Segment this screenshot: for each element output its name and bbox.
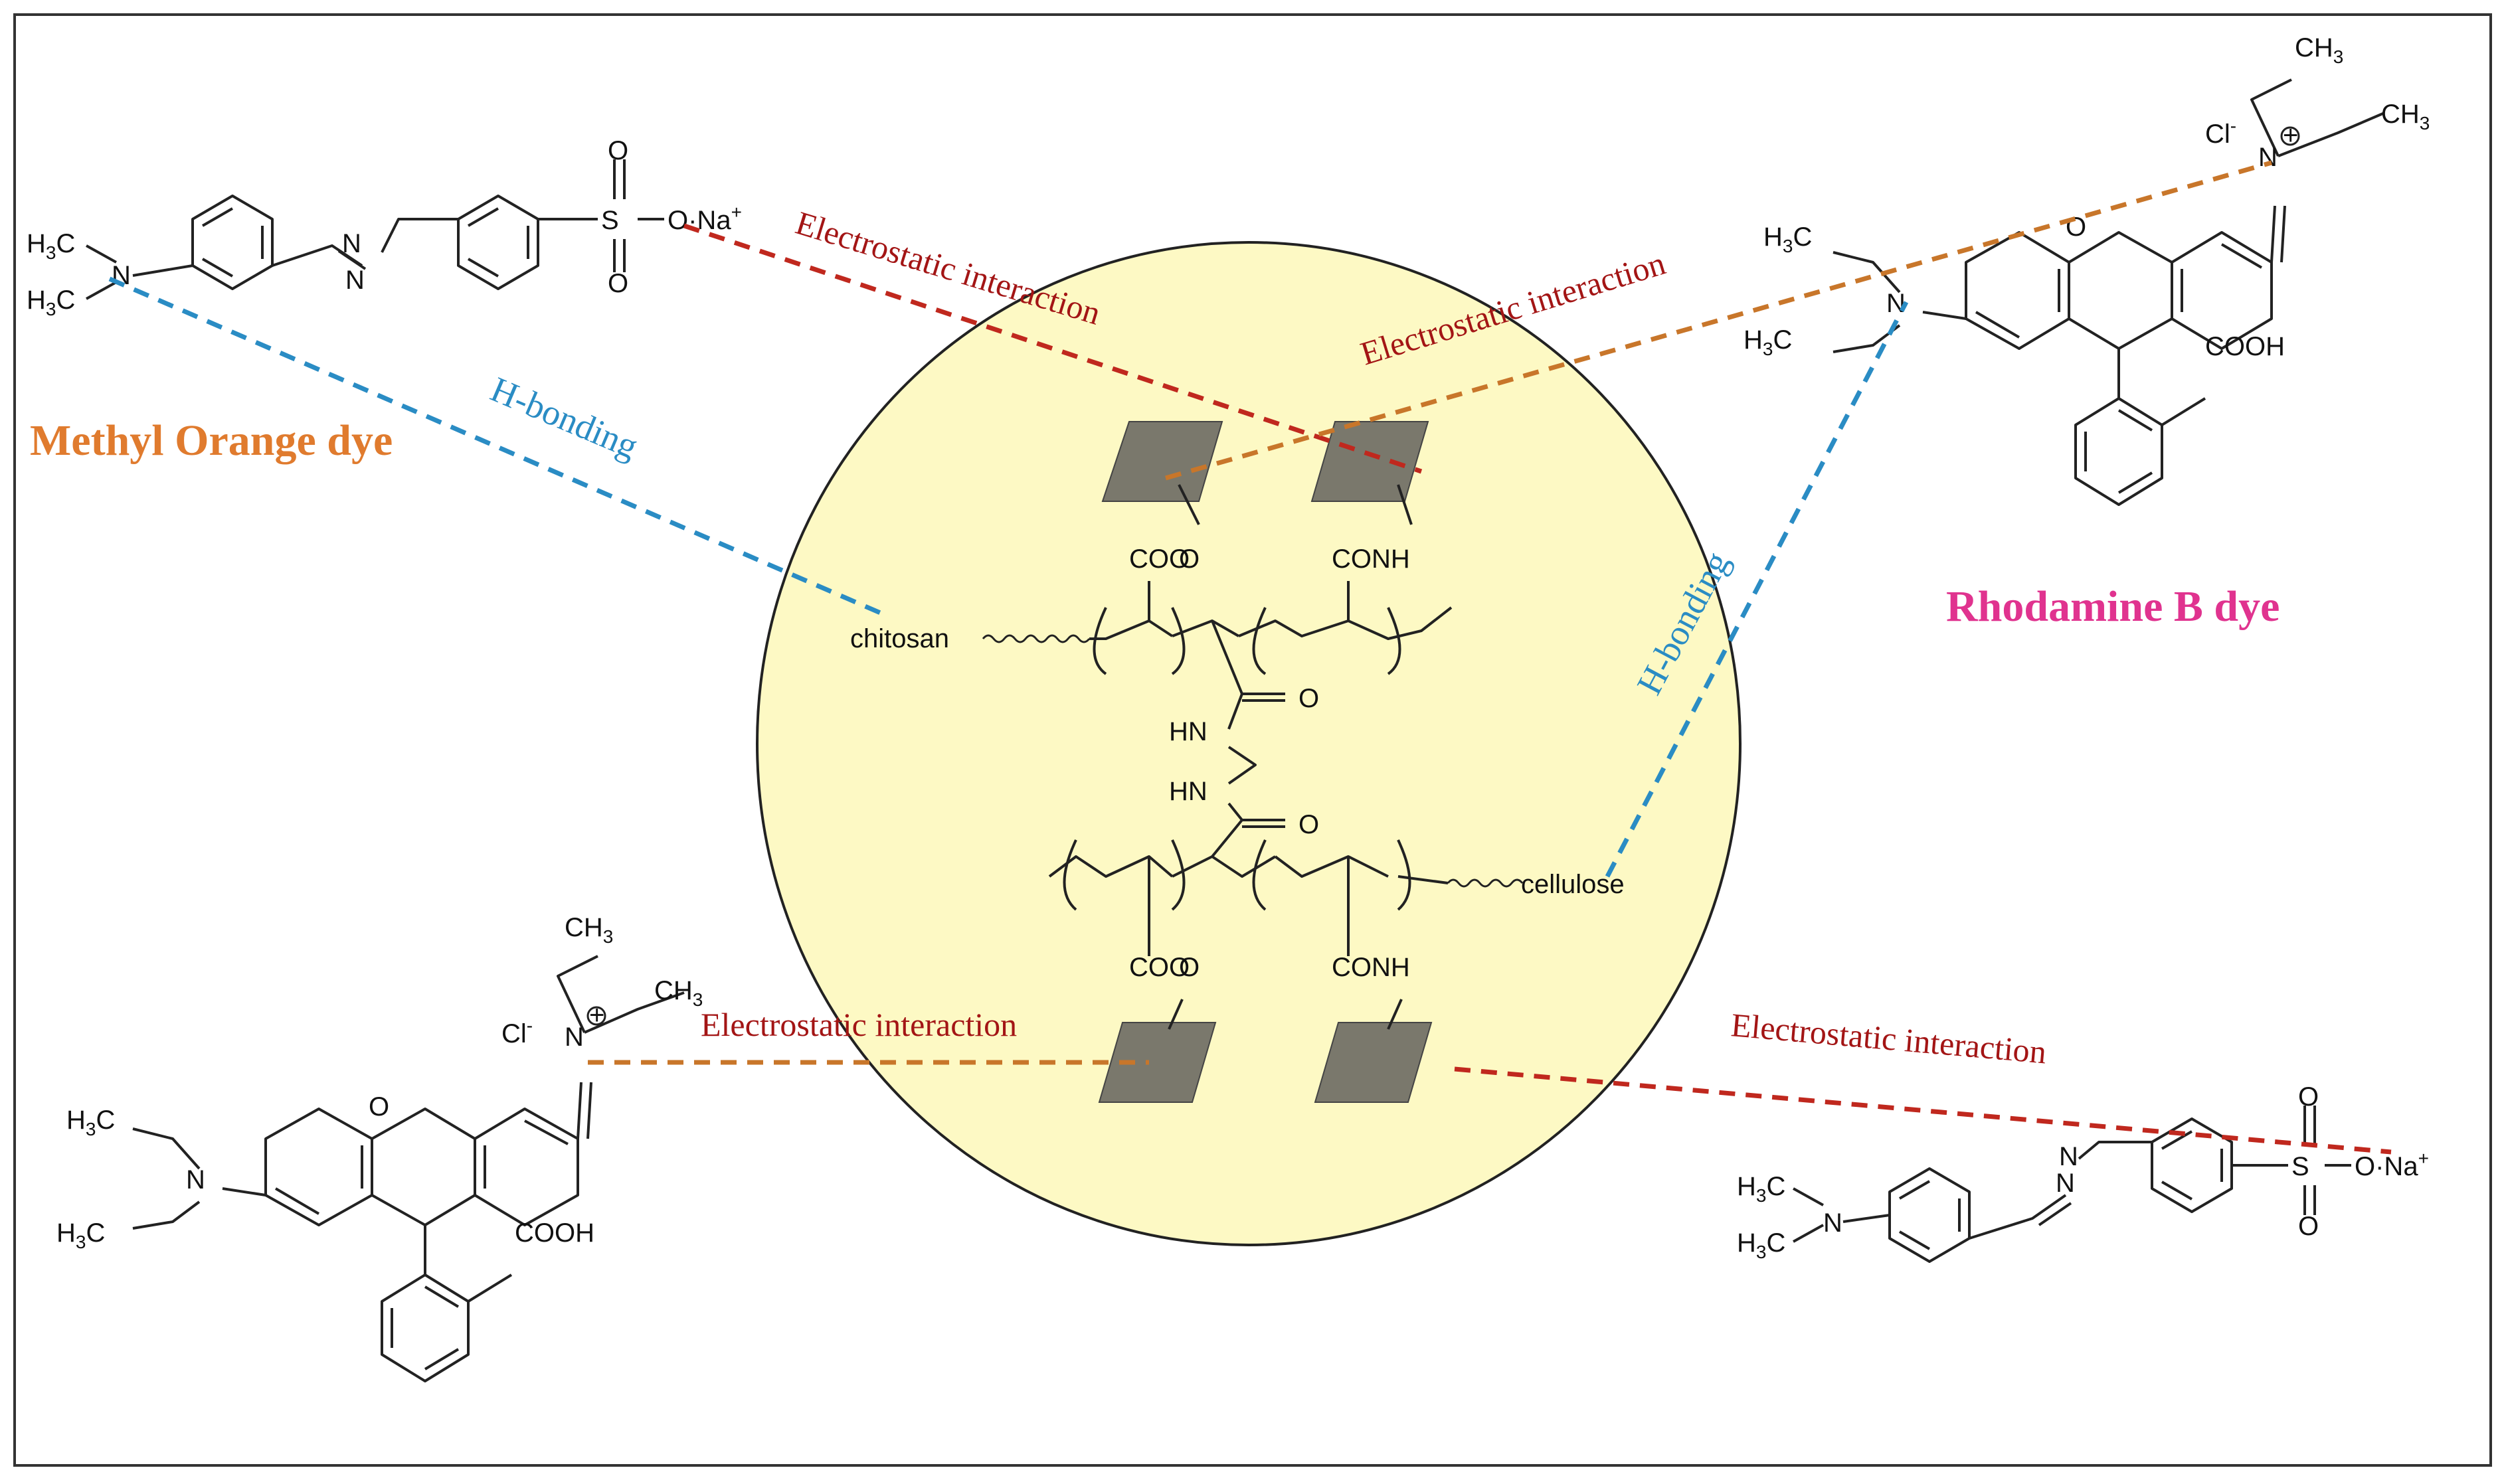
adsorption-site-bottom-right [1314, 1022, 1433, 1103]
adsorption-site-bottom-left [1098, 1022, 1217, 1103]
interaction-lines [108, 160, 2392, 1155]
mo-bottom-n-azo-2: N [2059, 1142, 2078, 1171]
hn-label-2: HN [1169, 777, 1207, 806]
adsorbent-circle [756, 241, 1742, 1246]
methyl-orange-bottom: H3C H3C N N N S O O O·Na+ [1737, 1082, 2429, 1263]
rb-bottom-cooh: COOH [515, 1218, 594, 1248]
carbonyl-o-bottom: O [1298, 810, 1319, 839]
rb-bottom-ch3-1: CH3 [565, 913, 613, 947]
mo-top-h3c-lower: H3C [27, 286, 75, 319]
rb-bottom-electrostatic-label: Electrostatic interaction [701, 1006, 1017, 1043]
mo-bottom-h3c-lower: H3C [1737, 1228, 1785, 1262]
rb-top-ch3-1: CH3 [2295, 33, 2343, 67]
mo-bottom-o-up: O [2298, 1082, 2319, 1112]
mo-top-h3c-upper: H3C [27, 229, 75, 263]
hn-label-1: HN [1169, 717, 1207, 746]
methyl-orange-title: Methyl Orange dye [30, 416, 393, 465]
mo-bottom-ona: O·Na+ [2355, 1148, 2429, 1181]
mo-bottom-electrostatic-line [1454, 1066, 2392, 1155]
mo-top-hbond-line [108, 276, 885, 617]
coo-label-bottom: COO [1129, 953, 1190, 982]
mo-bottom-s: S [2291, 1152, 2309, 1181]
o-label-top-coo: O [1179, 544, 1200, 574]
rhodamine-b-bottom: O N N + Cl- CH3 CH3 H3C H3C COOH [56, 913, 703, 1382]
coo-label-top: COO [1129, 544, 1190, 574]
rb-bottom-n-amine: N [186, 1165, 205, 1195]
rb-top-hbond-line [1605, 301, 1909, 878]
mo-top-o-down: O [608, 269, 628, 298]
rb-top-electrostatic-line [1165, 160, 2272, 481]
mo-top-electrostatic-line [683, 223, 1423, 474]
rb-bottom-cl: Cl- [501, 1015, 533, 1048]
mo-top-ona: O·Na+ [668, 202, 742, 235]
o-label-bottom-coo: O [1179, 953, 1200, 982]
rb-bottom-h3c-2: H3C [56, 1218, 105, 1252]
rb-top-h3c-1: H3C [1763, 222, 1812, 256]
chitosan-label: chitosan [850, 624, 949, 653]
rb-top-n-amine: N [1886, 289, 1906, 318]
conh-label-bottom: CONH [1332, 953, 1410, 982]
crosslinked-polymer: COO O CONH O HN HN O COO O CONH chitosan… [850, 484, 1625, 1030]
conh-label-top: CONH [1332, 544, 1410, 574]
mo-top-s: S [601, 206, 619, 235]
mo-bottom-n-amine: N [1823, 1208, 1842, 1238]
rhodamine-b-top: O N N + Cl- CH3 CH3 H3C H3C COOH Rhodami… [1744, 33, 2430, 631]
rb-top-plus: + [2283, 121, 2298, 150]
rb-bottom-plus: + [589, 1001, 604, 1030]
mo-bottom-n-azo-1: N [2056, 1169, 2075, 1198]
rb-top-cl: Cl- [2205, 116, 2236, 149]
rhodamine-title: Rhodamine B dye [1946, 582, 2280, 631]
mo-bottom-h3c-upper: H3C [1737, 1172, 1785, 1206]
rb-bottom-ch3-2: CH3 [654, 976, 703, 1010]
rb-top-cooh: COOH [2205, 332, 2285, 361]
rb-bottom-n-iminium: N [565, 1023, 584, 1052]
mo-bottom-o-down: O [2298, 1212, 2319, 1241]
rb-top-xanthene-o: O [2066, 212, 2086, 242]
cellulose-wavy-link [1447, 878, 1524, 888]
carbonyl-o-top: O [1298, 684, 1319, 713]
mo-top-n-azo-1: N [342, 229, 361, 258]
rb-top-h3c-2: H3C [1744, 325, 1792, 359]
rb-bottom-h3c-1: H3C [66, 1106, 115, 1139]
rb-top-ch3-2: CH3 [2381, 100, 2430, 133]
methyl-orange-top: H3C H3C N N N S O O O·Na+ Methyl Orange … [27, 136, 742, 465]
adsorption-site-top-left [1101, 421, 1223, 502]
mo-top-o-up: O [608, 136, 628, 165]
rb-bottom-xanthene-o: O [369, 1092, 389, 1121]
rb-top-n-iminium: N [2258, 143, 2278, 172]
chitosan-wavy-link [982, 634, 1091, 643]
mo-top-n-azo-2: N [345, 266, 365, 295]
